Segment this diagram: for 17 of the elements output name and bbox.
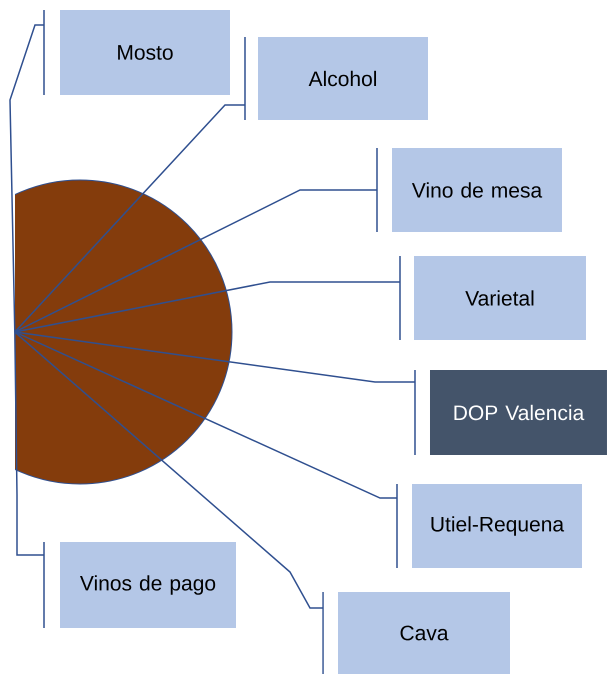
- label-box: Mosto: [60, 10, 230, 95]
- label-box: Vinos de pago: [60, 542, 236, 628]
- connector-line: [14, 332, 44, 556]
- label-box: Alcohol: [258, 37, 428, 120]
- label-box: Cava: [338, 592, 510, 674]
- label-box: Vino de mesa: [392, 148, 562, 232]
- connector-line: [9, 24, 44, 332]
- connector-line: [14, 331, 397, 499]
- connector-line: [14, 331, 415, 383]
- label-box: DOP Valencia: [430, 370, 607, 455]
- label-box: Utiel-Requena: [412, 484, 582, 568]
- half-disc: [15, 180, 232, 484]
- connector-line: [14, 331, 323, 609]
- connector-line: [14, 189, 377, 333]
- label-box: Varietal: [414, 256, 586, 340]
- connector-line: [14, 104, 245, 333]
- connector-line: [14, 281, 400, 333]
